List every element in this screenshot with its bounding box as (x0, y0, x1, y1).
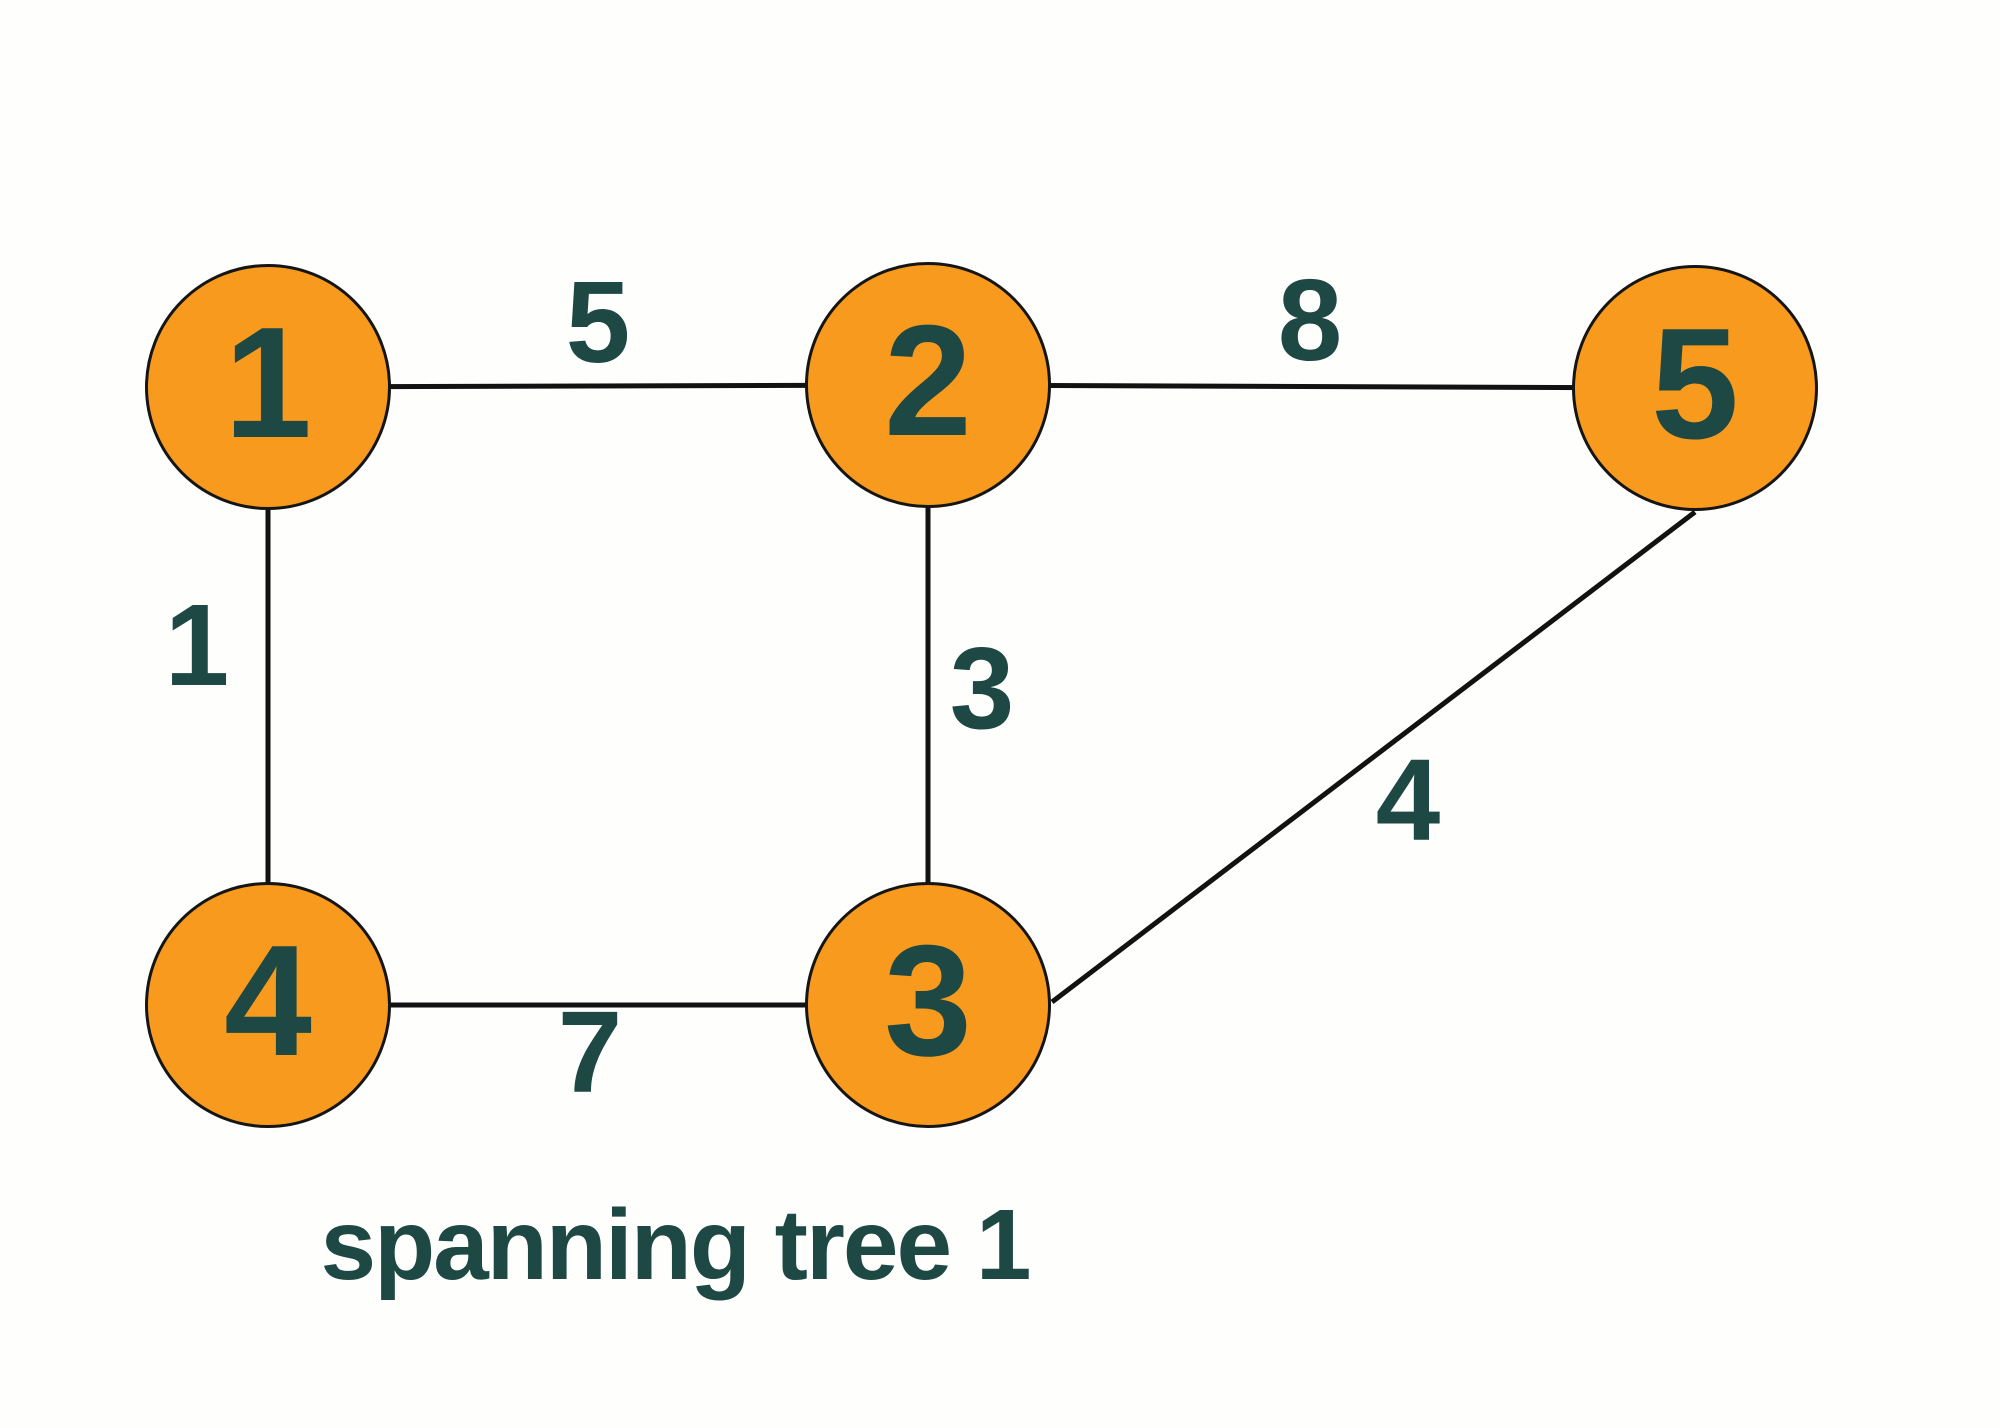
edge-2-5 (927, 382, 1696, 391)
node-1-label: 1 (224, 295, 312, 471)
edge-weight-2-3: 3 (949, 623, 1015, 753)
edge-weight-2-5: 8 (1277, 255, 1343, 385)
node-1: 1 (145, 264, 391, 510)
node-3-label: 3 (884, 913, 972, 1089)
edge-weight-3-5: 4 (1375, 735, 1441, 865)
node-2-label: 2 (884, 293, 972, 469)
edge-3-5 (1050, 510, 1697, 1004)
edge-weight-4-3: 7 (557, 987, 623, 1117)
node-5: 5 (1572, 265, 1818, 511)
node-5-label: 5 (1651, 296, 1739, 472)
node-4-label: 4 (224, 913, 312, 1089)
node-3: 3 (805, 882, 1051, 1128)
node-2: 2 (805, 262, 1051, 508)
edge-weight-1-2: 5 (565, 257, 631, 387)
diagram-caption: spanning tree 1 (320, 1189, 1031, 1301)
edge-weight-1-4: 1 (164, 580, 230, 710)
node-4: 4 (145, 882, 391, 1128)
